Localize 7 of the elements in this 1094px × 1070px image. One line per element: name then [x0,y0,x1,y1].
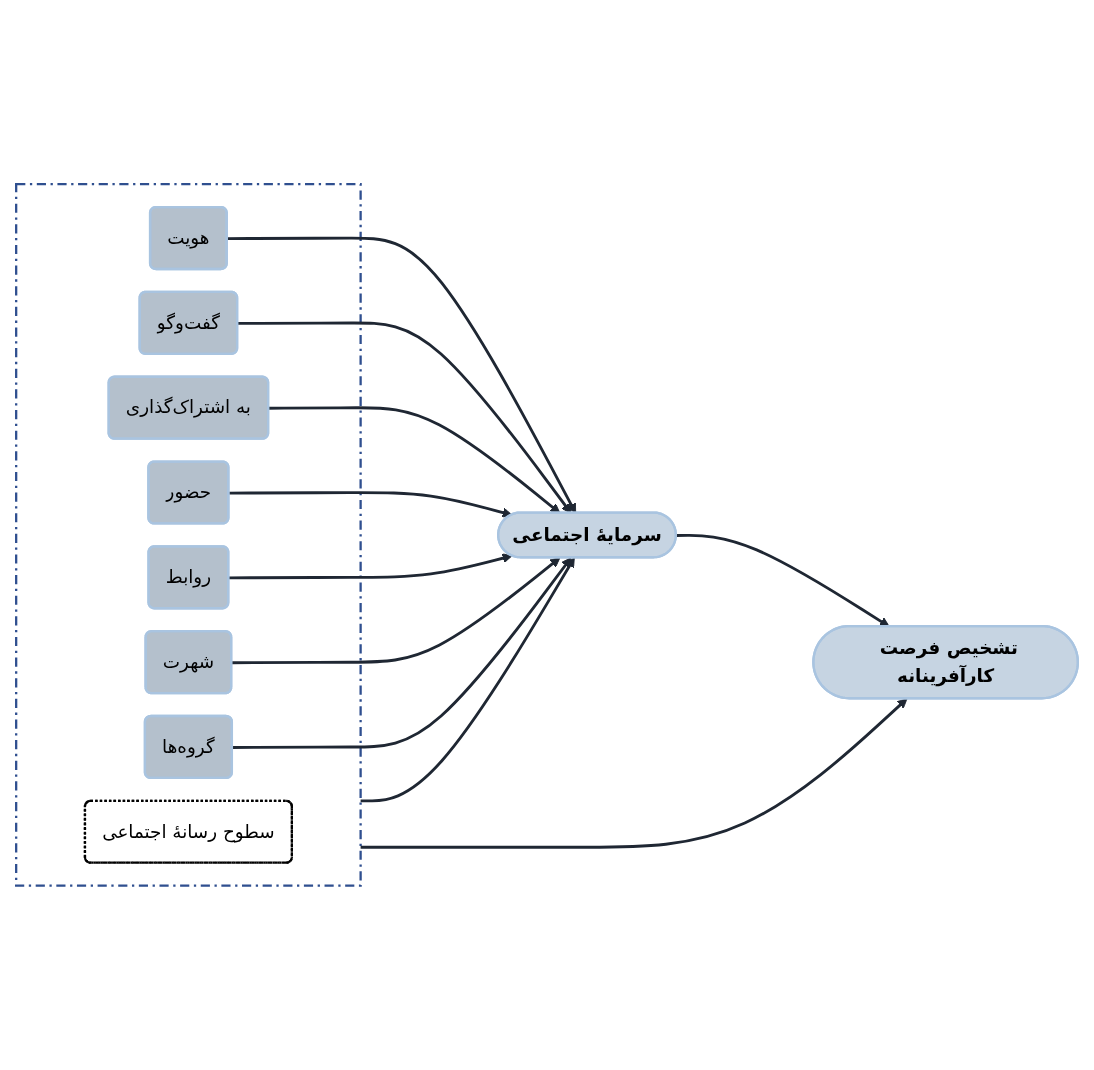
arrow [232,557,572,750]
arrow [360,698,908,849]
arrow [231,557,561,665]
arrow [228,491,513,518]
cluster [15,183,362,887]
arrow [228,553,513,580]
arrow [360,557,575,803]
